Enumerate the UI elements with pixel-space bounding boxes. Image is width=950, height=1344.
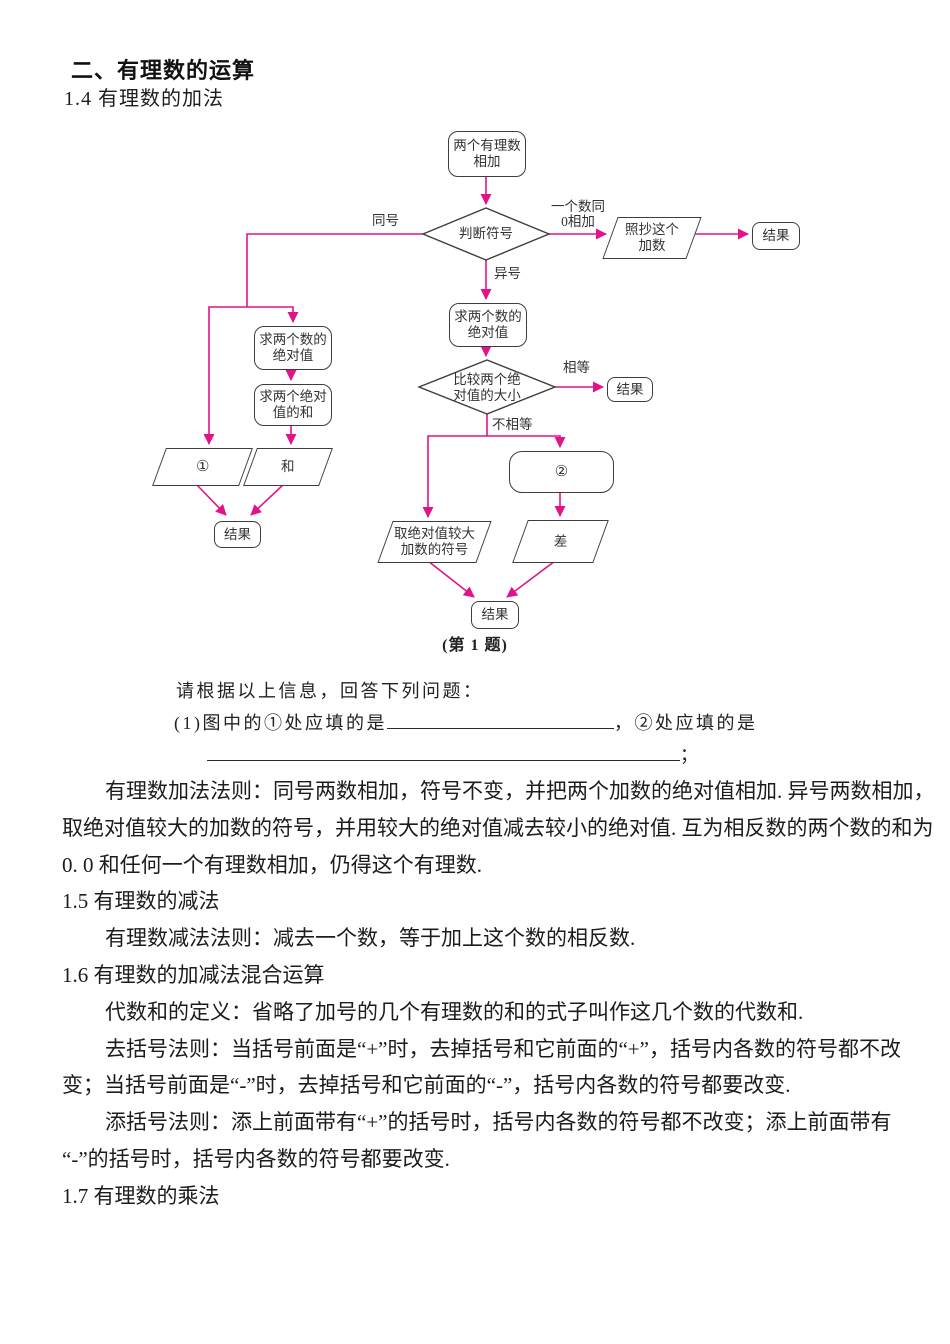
node-result-equal: 结果: [607, 377, 653, 402]
label-not-equal: 不相等: [492, 417, 533, 432]
section-heading: 二、有理数的运算: [71, 58, 256, 83]
body-text: 有理数加法法则：同号两数相加，符号不变，并把两个加数的绝对值相加. 异号两数相加…: [62, 773, 935, 1215]
node-take-sign: 取绝对值较大 加数的符号: [377, 521, 492, 563]
node-compare-abs: 比较两个绝 对值的大小: [453, 372, 521, 403]
answer-blank-1: [387, 710, 614, 729]
figure-caption: (第 1 题): [442, 637, 508, 654]
body-line: 去括号法则：当括号前面是“+”时，去掉括号和它前面的“+”，括号内各数的符号都不…: [105, 1036, 901, 1061]
question-semicolon: ；: [680, 745, 701, 765]
body-line: “-”的括号时，括号内各数的符号都要改变.: [62, 1146, 450, 1171]
subsection-1-5-heading: 1.5 有理数的减法: [62, 889, 220, 914]
body-line: 0. 0 和任何一个有理数相加，仍得这个有理数.: [62, 852, 482, 877]
label-zero-add: 一个数同 0相加: [551, 199, 605, 229]
question-intro: 请根据以上信息，回答下列问题：: [176, 681, 484, 701]
edge-split-to-abs-left: [247, 306, 299, 323]
node-abs-right: 求两个数的 绝对值: [449, 303, 527, 347]
node-sum-out: 和: [243, 448, 333, 486]
body-line: 取绝对值较大的加数的符号，并用较大的绝对值减去较小的绝对值. 互为相反数的两个数…: [62, 815, 934, 840]
label-same-sign: 同号: [372, 213, 399, 228]
question-part1: (1)图中的①处应填的是: [174, 713, 387, 733]
subsection-1-4-heading: 1.4 有理数的加法: [64, 88, 224, 110]
body-line: 添括号法则：添上前面带有“+”的括号时，括号内各数的符号都不改变；添上前面带有: [105, 1110, 892, 1135]
edge-diff-to-resultbottom: [506, 560, 556, 598]
node-sum-abs: 求两个绝对 值的和: [254, 384, 332, 426]
node-decide-sign: 判断符号: [459, 226, 513, 241]
node-abs-left: 求两个数的 绝对值: [254, 326, 332, 370]
body-line: 变；当括号前面是“-”时，去掉括号和它前面的“-”，括号内各数的符号都要改变.: [62, 1073, 791, 1098]
node-blank2: ②: [509, 451, 614, 493]
body-line: 代数和的定义：省略了加号的几个有理数的和的式子叫作这几个数的代数和.: [105, 999, 804, 1024]
label-diff-sign: 异号: [494, 266, 521, 281]
edge-decide-same-sign: [246, 233, 423, 307]
node-difference: 差: [512, 520, 609, 563]
question-line-1: (1)图中的①处应填的是 ，②处应填的是: [174, 709, 758, 735]
edge-takesign-to-resultbottom: [427, 560, 475, 598]
edge-split-to-blank1: [203, 306, 247, 445]
answer-blank-2: [207, 742, 680, 761]
edge-split-to-blank2: [487, 435, 566, 448]
node-result-left: 结果: [214, 521, 261, 548]
edge-split-to-takesign: [422, 435, 487, 518]
node-blank1: ①: [152, 448, 253, 486]
question-part2: ，②处应填的是: [614, 713, 758, 733]
node-result-bottom: 结果: [471, 601, 519, 629]
node-copy-addend: 照抄这个 加数: [602, 217, 702, 259]
node-result-zero: 结果: [752, 222, 800, 250]
edge-blank1-to-resultleft: [195, 483, 227, 516]
body-line: 有理数减法法则：减去一个数，等于加上这个数的相反数.: [105, 926, 636, 951]
subsection-1-7-heading: 1.7 有理数的乘法: [62, 1183, 220, 1208]
label-equal: 相等: [563, 360, 590, 375]
body-line: 有理数加法法则：同号两数相加，符号不变，并把两个加数的绝对值相加. 异号两数相加…: [105, 779, 935, 803]
edge-sum-to-resultleft: [250, 483, 285, 516]
question-line-2: ；: [207, 741, 701, 767]
node-start: 两个有理数 相加: [448, 131, 526, 177]
subsection-1-6-heading: 1.6 有理数的加减法混合运算: [62, 962, 325, 987]
